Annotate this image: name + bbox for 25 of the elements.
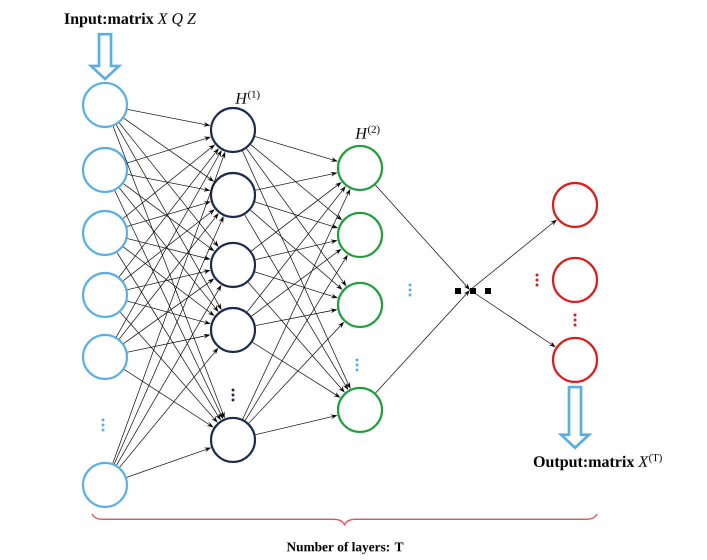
text-label: Output:matrix X$^{(T)}$ bbox=[534, 454, 662, 470]
arrow bbox=[375, 290, 470, 394]
neuron-circle bbox=[210, 416, 256, 464]
neuron-circle bbox=[82, 146, 128, 194]
neuron-circle bbox=[552, 336, 598, 384]
neuron-circle bbox=[82, 82, 128, 128]
neuron-circle bbox=[552, 182, 598, 228]
text-label: Input:matrix X Q Z bbox=[64, 12, 196, 28]
block-arrow bbox=[558, 386, 592, 450]
neuron-circle bbox=[336, 212, 384, 258]
neuron-circle bbox=[82, 462, 128, 508]
block-arrow bbox=[88, 32, 122, 81]
neuron-circle bbox=[82, 272, 128, 318]
arrow bbox=[375, 184, 470, 290]
neuron-circle bbox=[210, 306, 256, 354]
neuron-circle bbox=[336, 282, 384, 328]
neuron-circle bbox=[210, 106, 256, 154]
neuron-circle bbox=[552, 256, 598, 304]
layer-label: Number of layers: T bbox=[286, 542, 404, 554]
neuron-circle bbox=[210, 242, 256, 288]
neuron-circle bbox=[336, 144, 384, 192]
neuron-circle bbox=[82, 210, 128, 256]
neuron-circle bbox=[210, 172, 256, 218]
neuron-circle bbox=[336, 386, 384, 434]
neuron-circle bbox=[82, 334, 128, 380]
